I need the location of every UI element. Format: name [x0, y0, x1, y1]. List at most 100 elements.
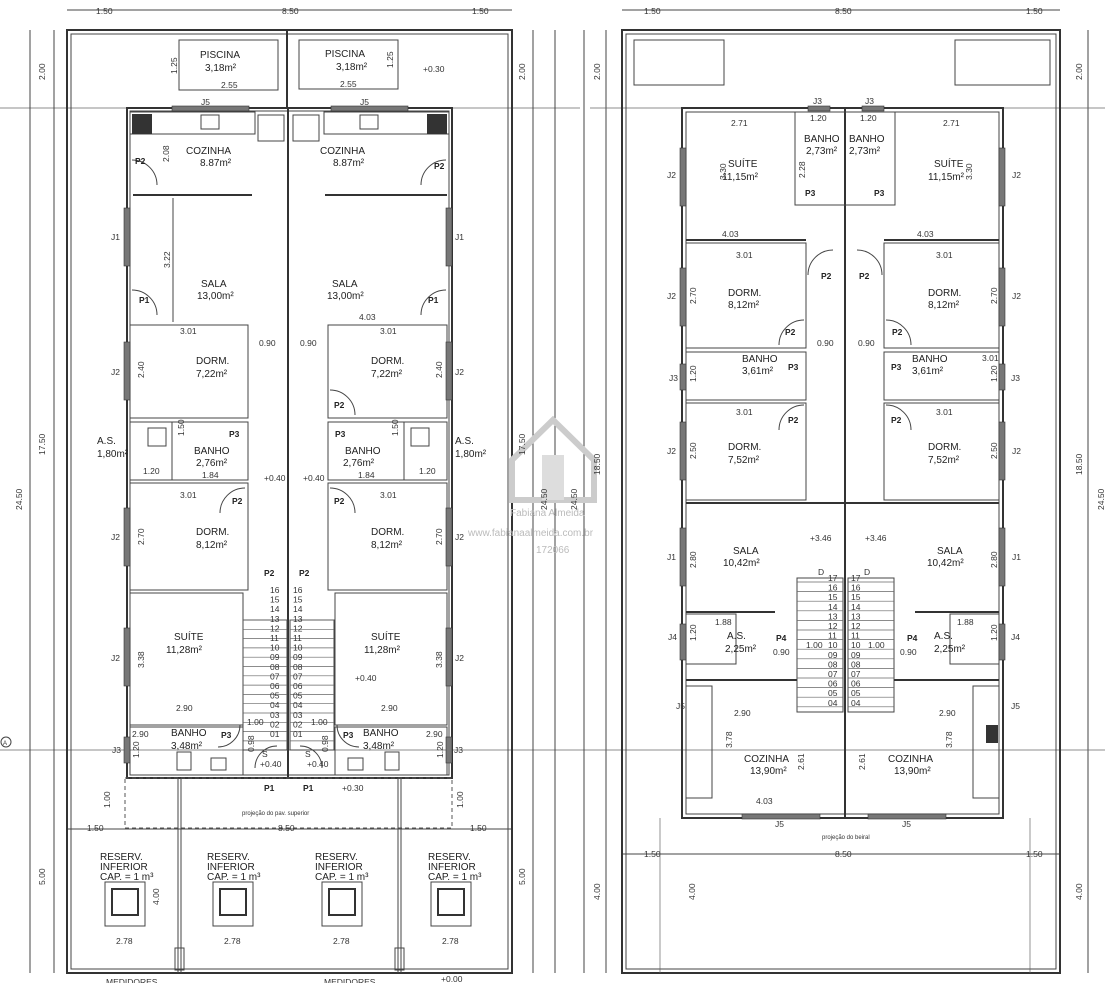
label: 3.01: [936, 250, 953, 260]
label: 1.20: [419, 466, 436, 476]
reservoir-box: [104, 881, 146, 927]
stair-step-number: 02: [293, 719, 303, 729]
label: 1.50: [176, 419, 186, 436]
reservoir-hatch: [437, 888, 465, 916]
label: 2.08: [161, 145, 171, 162]
label: 1.50: [644, 6, 661, 16]
label: P1: [428, 295, 439, 305]
stair-step-number: 06: [828, 679, 838, 689]
room-name: A.S.: [455, 436, 474, 447]
room-name: DORM.: [196, 356, 229, 367]
label: P1: [139, 295, 150, 305]
room-name: PISCINA: [200, 50, 240, 61]
stair-step-number: 04: [851, 698, 861, 708]
label: 1.50: [87, 823, 104, 833]
stair-step-number: 05: [293, 691, 303, 701]
reservoir-hatch: [219, 888, 247, 916]
label: 1.00: [102, 791, 112, 808]
label: 2.80: [989, 551, 999, 568]
stair-step-number: 13: [293, 614, 303, 624]
label: 1.20: [989, 365, 999, 382]
label: P3: [335, 429, 346, 439]
room-area: 3,61m²: [742, 366, 774, 377]
label: P2: [334, 496, 345, 506]
reservoir-label: INFERIOR: [315, 862, 363, 873]
room-area: 3,61m²: [912, 366, 944, 377]
room-name: SALA: [937, 546, 963, 557]
label: 0.90: [259, 338, 276, 348]
stair-step-number: 04: [293, 700, 303, 710]
stove-icon: [986, 725, 998, 743]
label: 4.03: [917, 229, 934, 239]
label: 2.55: [340, 79, 357, 89]
level-mark: +0.40: [303, 473, 325, 483]
reservoir-hatch: [111, 888, 139, 916]
label: 17.50: [517, 433, 527, 455]
label: 4.03: [359, 312, 376, 322]
label: 1.20: [131, 741, 141, 758]
room-name: DORM.: [196, 527, 229, 538]
label: 2.50: [688, 442, 698, 459]
label: 1.50: [1026, 6, 1043, 16]
room-area: 10,42m²: [723, 558, 760, 569]
stair-step-number: 16: [851, 583, 861, 593]
label: 8.50: [835, 849, 852, 859]
room-name: BANHO: [912, 354, 948, 365]
label: J3: [813, 96, 822, 106]
label: 2.50: [989, 442, 999, 459]
level-mark: +0.30: [342, 783, 364, 793]
room-name: COZINHA: [744, 754, 789, 765]
label: 3.38: [136, 651, 146, 668]
stair-step-number: 17: [828, 573, 838, 583]
label: 3.22: [162, 251, 172, 268]
room-name: SALA: [332, 279, 358, 290]
label: 2.70: [688, 287, 698, 304]
stair-step-number: 15: [851, 592, 861, 602]
label: 3.01: [982, 353, 999, 363]
label: 1.00: [311, 717, 328, 727]
room-name: BANHO: [171, 728, 207, 739]
room-area: 2,76m²: [196, 458, 228, 469]
label: 1.00: [455, 791, 465, 808]
label: 1.20: [688, 365, 698, 382]
stair-step-number: 04: [828, 698, 838, 708]
room-name: BANHO: [194, 446, 230, 457]
label: 3.38: [434, 651, 444, 668]
label: J2: [455, 532, 464, 542]
stair-step-number: 08: [851, 659, 861, 669]
room-name: SUÍTE: [728, 157, 758, 170]
room-name: A.S.: [97, 436, 116, 447]
label: 2.00: [37, 63, 47, 80]
label: P3: [788, 362, 799, 372]
eave-note: projeção do beiral: [822, 835, 870, 841]
label: 2.70: [136, 528, 146, 545]
label: J2: [1012, 291, 1021, 301]
reservoir-hatch: [328, 888, 356, 916]
label: 3.30: [718, 163, 728, 180]
reservoir-label: INFERIOR: [100, 862, 148, 873]
label: 3.01: [180, 490, 197, 500]
reservoir-label: RESERV.: [428, 852, 471, 863]
label: 1.50: [470, 823, 487, 833]
stair-step-number: 12: [828, 621, 838, 631]
label: 1.88: [715, 617, 732, 627]
room-area: 11,28m²: [364, 645, 401, 656]
room-area: 8,12m²: [371, 540, 403, 551]
stair-step-number: 17: [851, 573, 861, 583]
label: 4.03: [756, 796, 773, 806]
label: J1: [1012, 552, 1021, 562]
room-name: BANHO: [363, 728, 399, 739]
label: P2: [264, 568, 275, 578]
label: J4: [668, 632, 677, 642]
label: 1.84: [202, 470, 219, 480]
axis-marker-icon: [0, 736, 12, 748]
label: 24.50: [1096, 488, 1105, 510]
room-area: 2,76m²: [343, 458, 375, 469]
stair-down-arrow: D: [864, 567, 870, 577]
stair-step-number: 06: [270, 681, 280, 691]
room-name: BANHO: [804, 134, 840, 145]
toilet-icon: [176, 751, 192, 771]
stair-step-number: 07: [270, 671, 280, 681]
room-area: 10,42m²: [927, 558, 964, 569]
room-area: 3,18m²: [205, 63, 237, 74]
